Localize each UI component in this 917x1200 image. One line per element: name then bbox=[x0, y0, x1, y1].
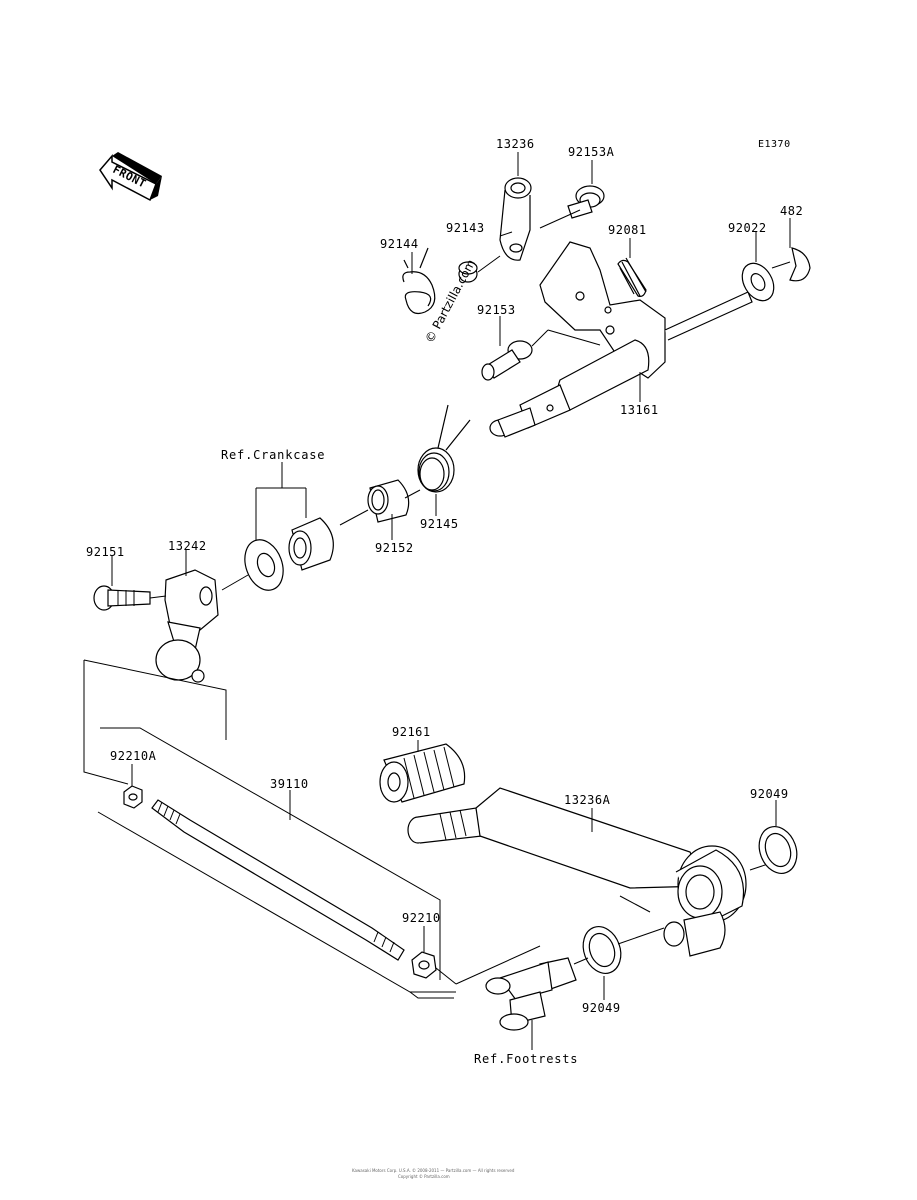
label-92153A: 92153A bbox=[568, 145, 615, 159]
part-92049-seal-left bbox=[582, 926, 622, 974]
label-39110: 39110 bbox=[270, 777, 309, 791]
part-92145-spring bbox=[417, 404, 471, 493]
part-92152-bushing bbox=[367, 479, 410, 523]
footrest-clevis bbox=[485, 957, 577, 1031]
part-92161-rubber bbox=[379, 743, 466, 803]
label-92161: 92161 bbox=[392, 725, 431, 739]
crankcase-reference-bracket bbox=[255, 487, 307, 540]
footer-line-1: Kawasaki Motors Corp. U.S.A. © 2008-2011… bbox=[352, 1168, 515, 1173]
part-13236-link bbox=[499, 177, 532, 261]
part-92022-washer bbox=[741, 262, 775, 302]
front-arrow-icon: FRONT bbox=[99, 152, 162, 202]
part-92151-bolt bbox=[93, 585, 151, 611]
label-92143: 92143 bbox=[446, 221, 485, 235]
crankcase-seal bbox=[244, 539, 284, 591]
part-92210-nut bbox=[411, 951, 437, 979]
label-13236: 13236 bbox=[496, 137, 535, 151]
label-ref-footrests: Ref.Footrests bbox=[474, 1052, 578, 1066]
label-92153: 92153 bbox=[477, 303, 516, 317]
label-92151: 92151 bbox=[86, 545, 125, 559]
label-92049-left: 92049 bbox=[582, 1001, 621, 1015]
leader-lines bbox=[111, 152, 791, 1000]
diagram-code: E1370 bbox=[758, 139, 791, 150]
label-13242: 13242 bbox=[168, 539, 207, 553]
label-92152: 92152 bbox=[375, 541, 414, 555]
label-92144: 92144 bbox=[380, 237, 419, 251]
part-92081-spring bbox=[617, 257, 647, 297]
label-92210: 92210 bbox=[402, 911, 441, 925]
part-482-circlip bbox=[789, 247, 811, 282]
part-13161-shift-shaft bbox=[489, 241, 753, 438]
footer-line-2: Copyright © Partzilla.com bbox=[398, 1174, 450, 1179]
label-92145: 92145 bbox=[420, 517, 459, 531]
crankcase-bearing bbox=[288, 517, 334, 571]
label-92210A: 92210A bbox=[110, 749, 157, 763]
label-92022: 92022 bbox=[728, 221, 767, 235]
label-13236A: 13236A bbox=[564, 793, 611, 807]
label-92081: 92081 bbox=[608, 223, 647, 237]
label-13161: 13161 bbox=[620, 403, 659, 417]
label-ref-crankcase: Ref.Crankcase bbox=[221, 448, 325, 462]
label-92049-right: 92049 bbox=[750, 787, 789, 801]
part-13242-lever bbox=[155, 569, 219, 683]
part-39110-rod bbox=[151, 799, 405, 961]
part-92144-spring bbox=[402, 247, 436, 315]
part-92153-bolt bbox=[481, 340, 533, 381]
part-92210A-nut bbox=[123, 785, 143, 809]
part-92049-seal-right bbox=[758, 826, 798, 874]
part-13236A-pedal bbox=[407, 787, 747, 957]
part-92143-collar bbox=[458, 261, 478, 283]
label-482: 482 bbox=[780, 204, 803, 218]
